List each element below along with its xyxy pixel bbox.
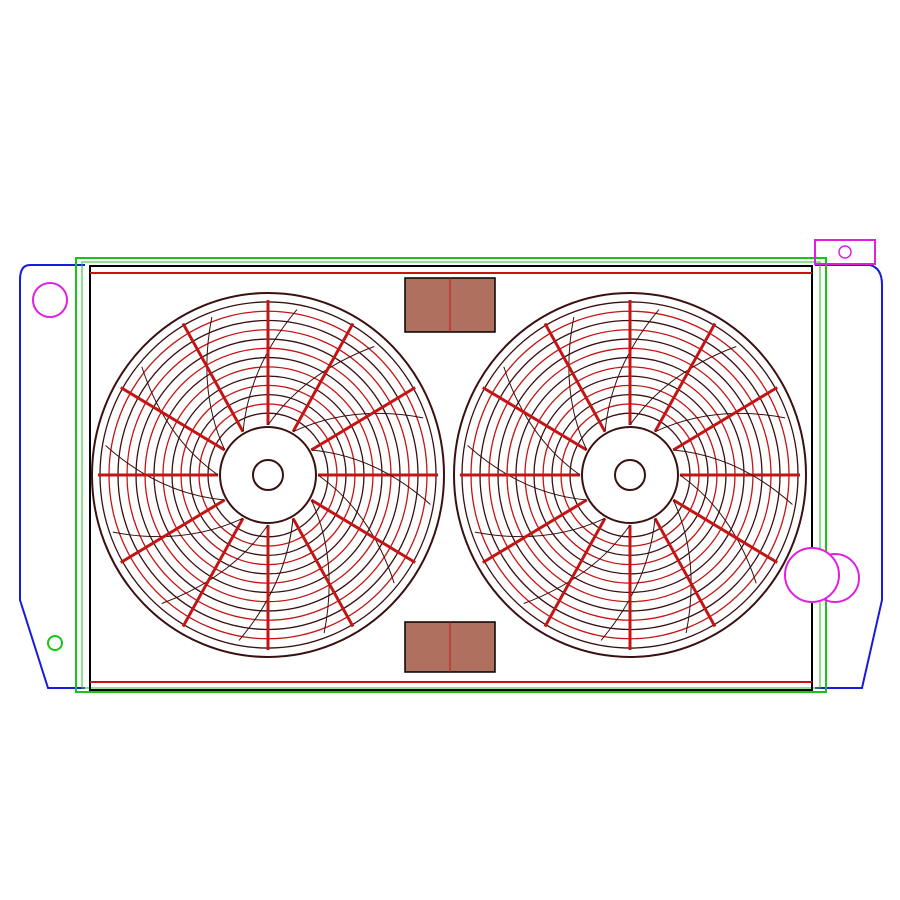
shroud-frame — [89, 265, 813, 691]
fan-blade — [242, 309, 298, 432]
fan-spoke — [543, 517, 607, 628]
fan-spoke — [653, 517, 717, 628]
fan-blade — [629, 346, 737, 426]
fittings — [32, 239, 876, 651]
fan-spoke — [291, 322, 355, 433]
right-tank — [815, 264, 883, 689]
fan-spoke — [543, 322, 607, 433]
fan-spoke — [653, 322, 717, 433]
fan-blade — [141, 366, 219, 476]
fan-blade — [673, 449, 793, 505]
fan-spoke — [482, 386, 588, 452]
fan-blade — [568, 316, 588, 451]
fan-motor-center — [252, 459, 284, 491]
fan-blade — [112, 517, 244, 538]
fan-spoke — [672, 498, 778, 564]
fan-blade — [679, 474, 757, 584]
fan-blade — [672, 499, 692, 634]
drain-petcock — [47, 635, 63, 651]
outlet-fitting — [784, 547, 840, 603]
fan-blade — [503, 366, 581, 476]
fan-blade — [238, 518, 294, 641]
fan-blade — [523, 524, 631, 604]
radiator-core — [75, 257, 827, 693]
core-inner-outline — [81, 261, 821, 689]
fan-spoke — [120, 386, 226, 452]
fan-spoke — [291, 517, 355, 628]
fan-blade — [292, 412, 424, 433]
fan-blade — [474, 517, 606, 538]
fan-blade — [311, 449, 431, 505]
fan-assembly — [91, 292, 807, 658]
fan-blade — [105, 445, 225, 501]
left-tank — [19, 264, 85, 689]
fan-spoke — [672, 386, 778, 452]
fan-motor-center — [614, 459, 646, 491]
fan-spoke — [310, 498, 416, 564]
core-outline — [75, 257, 827, 693]
filler-cap — [838, 245, 852, 259]
fan-blade — [467, 445, 587, 501]
fan-spoke — [482, 498, 588, 564]
fan-blade — [600, 518, 656, 641]
fan-spoke — [120, 498, 226, 564]
fan-blade — [317, 474, 395, 584]
fan-blade — [604, 309, 660, 432]
fan-spoke — [181, 322, 245, 433]
fan-spoke — [310, 386, 416, 452]
filler-neck — [814, 239, 876, 265]
fan-blade — [654, 412, 786, 433]
fan-blade — [267, 346, 375, 426]
fan-blade — [310, 499, 330, 634]
inlet-fitting — [32, 282, 68, 318]
fan-shroud-ring — [91, 292, 445, 658]
fan-blade — [161, 524, 269, 604]
fan-spoke — [181, 517, 245, 628]
fan-blade — [206, 316, 226, 451]
fan-shroud-ring — [453, 292, 807, 658]
end-tanks — [19, 264, 883, 689]
